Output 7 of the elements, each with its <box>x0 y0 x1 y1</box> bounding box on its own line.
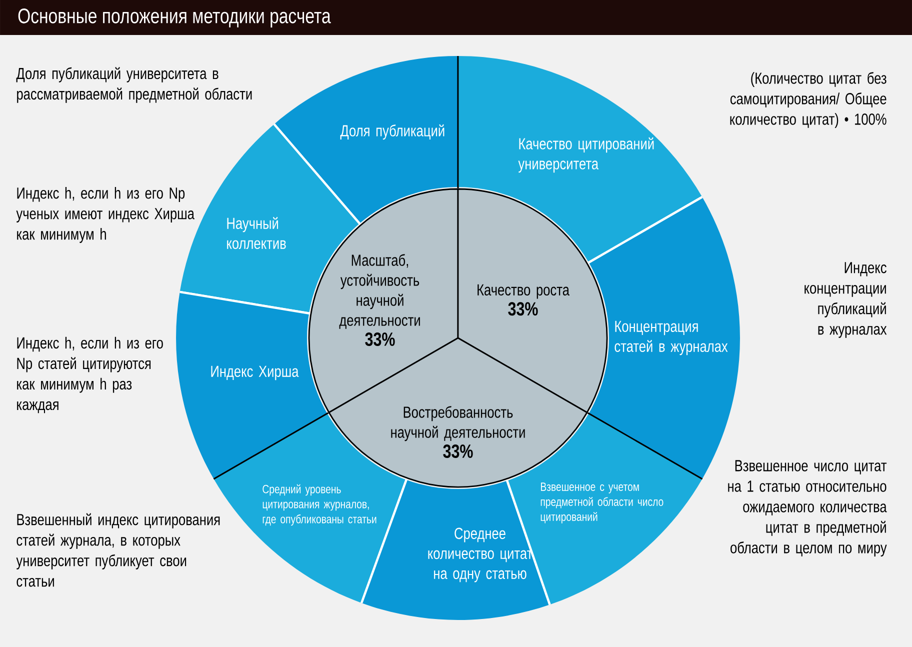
description-text: Индекс концентрации публикаций в журналах <box>804 262 887 338</box>
outer-sector: Индекс Хирша <box>176 290 328 480</box>
description-text: Индекс h, если h из его Np статей цитируются как минимум h раз каждая <box>17 336 163 414</box>
description-text: Доля публикаций университета в рассматриваемой предметной области <box>16 67 252 103</box>
description-text: (Количество цитат без самоцитирования/ Общее количество цитат) • 100% <box>730 72 886 128</box>
outer-sector: Качество цитирований университета <box>457 56 703 264</box>
title-bar: Основные положения методики расчета <box>0 0 912 35</box>
